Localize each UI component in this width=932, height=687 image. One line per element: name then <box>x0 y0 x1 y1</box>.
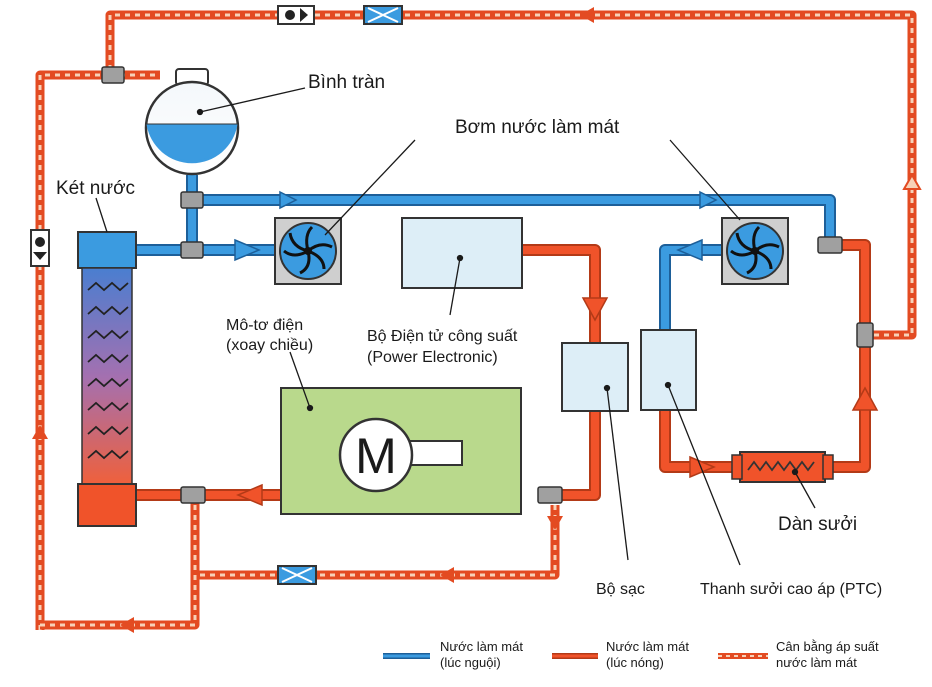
leader-lines <box>95 87 816 566</box>
balance-arrows <box>32 7 922 633</box>
charger-module <box>561 342 629 412</box>
legend-cold-line2: (lúc nguội) <box>440 655 501 670</box>
label-expansion-tank: Bình tràn <box>308 72 385 93</box>
legend-cold-line1: Nước làm mát <box>440 639 523 654</box>
label-power-line2: (Power Electronic) <box>367 349 498 366</box>
legend-balance-line1: Cân bằng áp suất <box>776 639 879 654</box>
radiator-fins <box>87 281 129 460</box>
legend-hot-line2: (lúc nóng) <box>606 655 664 670</box>
power-electronics-module <box>401 217 523 289</box>
arrow-cold-1 <box>234 238 261 262</box>
label-ptc: Thanh sưởi cao áp (PTC) <box>700 581 882 598</box>
flow-restrictor-bottom <box>277 565 317 585</box>
arrow-balance-right <box>902 172 922 190</box>
arrow-cold-4 <box>676 238 703 262</box>
legend-item-balance: Cân bằng áp suất nước làm mát <box>718 639 879 670</box>
flow-restrictor-top <box>363 5 403 25</box>
legend-balance-line2: nước làm mát <box>776 655 857 670</box>
heater-core <box>731 451 834 483</box>
check-valve-left <box>30 229 50 267</box>
arrow-balance-bottom <box>120 617 134 633</box>
pipe-fittings <box>101 66 874 504</box>
arrow-cold-3 <box>699 190 718 210</box>
label-radiator: Két nước <box>56 178 135 199</box>
legend: Nước làm mát (lúc nguội) Nước làm mát (l… <box>383 639 879 670</box>
cold-pipes <box>135 175 836 330</box>
legend-item-hot: Nước làm mát (lúc nóng) <box>552 639 689 670</box>
cold-arrows <box>234 190 718 262</box>
arrow-hot-2 <box>236 483 263 507</box>
label-motor-line1: Mô-tơ điện <box>226 317 303 334</box>
expansion-tank <box>144 68 240 176</box>
legend-item-cold: Nước làm mát (lúc nguội) <box>383 639 523 670</box>
arrow-balance-top <box>580 7 594 23</box>
arrow-balance-bottom2 <box>440 567 454 583</box>
pump-2 <box>721 217 789 285</box>
arrow-hot-4 <box>851 386 879 411</box>
balance-pipes <box>35 10 917 630</box>
arrow-hot-1 <box>581 297 609 322</box>
hot-arrows <box>236 297 879 507</box>
label-pump: Bơm nước làm mát <box>455 117 620 138</box>
arrow-cold-2 <box>279 190 298 210</box>
legend-hot-line1: Nước làm mát <box>606 639 689 654</box>
motor-symbol: M <box>355 428 397 484</box>
arrow-hot-3 <box>689 455 716 479</box>
radiator <box>77 231 137 527</box>
arrow-balance-left <box>32 425 48 439</box>
arrow-balance-up <box>547 516 563 530</box>
check-valve-top <box>277 5 315 25</box>
label-power-line1: Bộ Điện tử công suất <box>367 328 518 345</box>
label-motor-line2: (xoay chiều) <box>226 337 313 354</box>
label-charger: Bộ sạc <box>596 581 645 598</box>
label-heater-core: Dàn sưởi <box>778 514 857 535</box>
ptc-heater-module <box>640 329 697 411</box>
electric-motor: M <box>280 387 522 515</box>
